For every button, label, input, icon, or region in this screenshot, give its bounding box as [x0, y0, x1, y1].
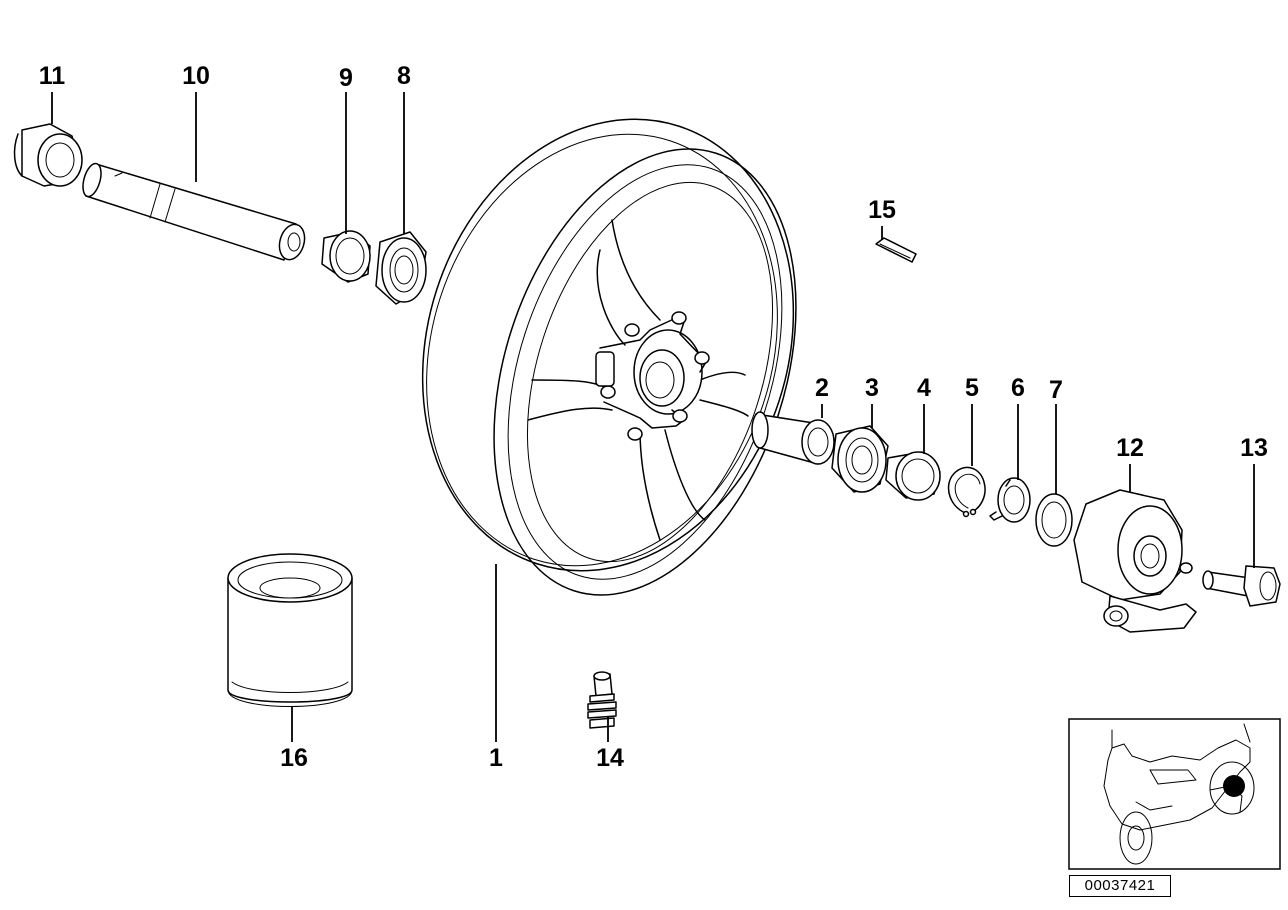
part-5-circlip: [947, 466, 986, 518]
callout-labels: 11 10 9 8 15 2 3 4 5 6 7 12 13 1 14 16: [39, 62, 1268, 772]
callout-9: 9: [339, 64, 353, 92]
location-marker-icon: [1223, 775, 1245, 797]
callout-15: 15: [868, 196, 896, 224]
part-3-bearing: [831, 425, 889, 493]
callout-16: 16: [280, 744, 308, 772]
callout-2: 2: [815, 374, 829, 402]
part-11-bushing: [13, 123, 83, 187]
part-6-drive-dog: [989, 477, 1031, 523]
part-8-bearing: [375, 231, 427, 305]
part-2-sleeve: [751, 411, 835, 465]
diagram-code: 00037421: [1069, 875, 1171, 897]
callout-12: 12: [1116, 434, 1144, 462]
callout-1: 1: [489, 744, 503, 772]
part-10-axle: [82, 162, 306, 261]
callout-10: 10: [182, 62, 210, 90]
part-9-spacer: [321, 230, 371, 283]
callout-7: 7: [1049, 376, 1063, 404]
callout-11: 11: [39, 62, 66, 90]
part-13-bolt: [1202, 565, 1281, 607]
callout-8: 8: [397, 62, 411, 90]
wheel-rim: [421, 118, 797, 596]
part-12-speedo-drive: [1073, 489, 1197, 633]
callout-3: 3: [865, 374, 879, 402]
callout-6: 6: [1011, 374, 1025, 402]
part-15-plate: [875, 237, 917, 263]
part-7-ring: [1035, 493, 1073, 547]
callout-5: 5: [965, 374, 979, 402]
motorcycle-inset: [1068, 718, 1281, 870]
callout-14: 14: [596, 744, 624, 772]
part-16-grease-tin: [227, 553, 353, 707]
callout-13: 13: [1240, 434, 1268, 462]
part-4-spacer: [885, 451, 941, 501]
callout-4: 4: [917, 374, 931, 402]
leader-lines: [51, 92, 1255, 742]
part-14-valve: [587, 671, 617, 729]
